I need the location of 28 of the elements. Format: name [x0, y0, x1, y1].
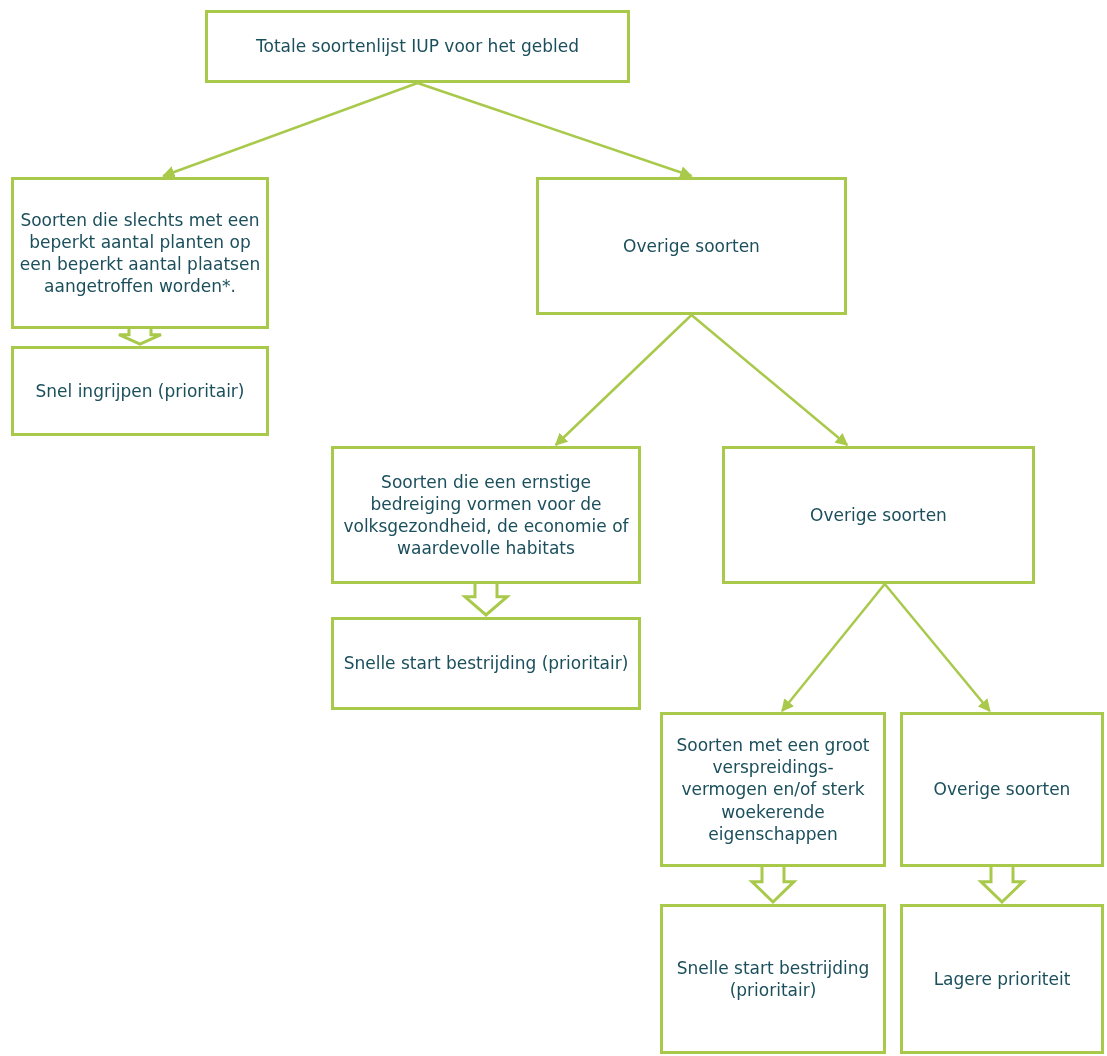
box-label: Soorten met een groot verspreidings- vermogen en/of sterk woekerende eigenschappen — [675, 734, 871, 845]
process-box — [11, 346, 269, 436]
box-label: Snelle start bestrijding (prioritair) — [675, 956, 871, 1002]
process-box — [900, 712, 1104, 867]
process-box — [722, 446, 1035, 584]
process-box — [331, 617, 641, 710]
arrow — [417, 81, 693, 179]
arrow — [690, 314, 849, 446]
process-box — [660, 712, 886, 867]
box-label: Overige soorten — [933, 778, 1071, 801]
process-box — [660, 904, 886, 1054]
arrow — [883, 583, 991, 712]
arrow — [781, 583, 886, 712]
process-box — [205, 10, 630, 83]
arrow — [554, 314, 693, 446]
box-label: Snelle start bestrijding (prioritair) — [343, 652, 629, 675]
box-label: Overige soorten — [810, 503, 947, 527]
box-label: Lagere prioriteit — [933, 967, 1071, 991]
box-label: Soorten die een ernstige bedreiging vormen voor de volksgezondheid, de economie of waardevolle habitats — [342, 470, 630, 560]
box-label: Snel ingrijpen (prioritair) — [35, 379, 245, 403]
process-box — [900, 904, 1104, 1054]
process-box — [331, 446, 641, 584]
box-label: Soorten die slechts met een beperkt aantal planten op een beperkt aantal plaatsen aangetroffen worden*. — [18, 208, 262, 298]
box-label: Totale soortenlijst IUP voor het gebled — [256, 35, 579, 58]
process-box — [536, 177, 847, 315]
box-label: Overige soorten — [623, 234, 760, 258]
arrow — [162, 81, 418, 178]
process-box — [11, 177, 269, 329]
